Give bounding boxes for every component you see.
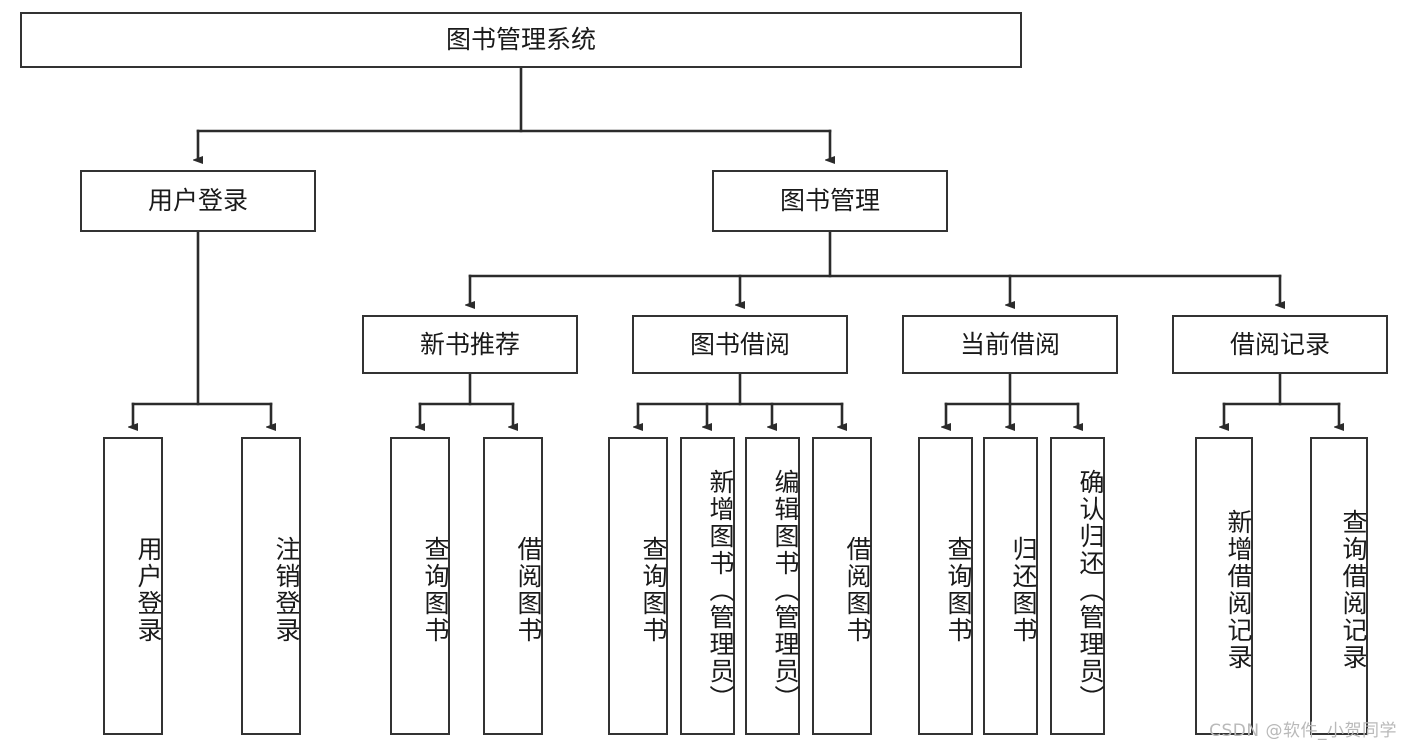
node-label: 图书管理 (779, 186, 880, 216)
node-label: 注销登录 (272, 536, 301, 644)
node-label: 编辑图书（管理员） (771, 468, 800, 712)
node-label: 查询借阅记录 (1339, 509, 1368, 671)
node-label: 查询图书 (421, 536, 450, 644)
node-leaf-confirm-return-admin[interactable]: 确认归还（管理员） (1050, 437, 1105, 735)
node-leaf-query-borrow-record[interactable]: 查询借阅记录 (1310, 437, 1368, 735)
node-label: 新增借阅记录 (1224, 509, 1253, 671)
node-borrow-record[interactable]: 借阅记录 (1172, 315, 1388, 374)
node-label: 当前借阅 (959, 329, 1060, 359)
node-leaf-query-book-recommend[interactable]: 查询图书 (390, 437, 450, 735)
node-label: 图书管理系统 (445, 25, 596, 55)
node-label: 新书推荐 (419, 329, 520, 359)
node-label: 归还图书 (1009, 536, 1038, 644)
node-book-borrow[interactable]: 图书借阅 (632, 315, 848, 374)
node-leaf-borrow-book[interactable]: 借阅图书 (812, 437, 872, 735)
node-leaf-add-borrow-record[interactable]: 新增借阅记录 (1195, 437, 1253, 735)
node-label: 用户登录 (147, 186, 248, 216)
node-label: 查询图书 (639, 536, 668, 644)
node-leaf-user-login[interactable]: 用户登录 (103, 437, 163, 735)
node-new-book-recommend[interactable]: 新书推荐 (362, 315, 578, 374)
node-book-management[interactable]: 图书管理 (712, 170, 948, 232)
node-label: 借阅记录 (1229, 329, 1330, 359)
node-label: 图书借阅 (689, 329, 790, 359)
node-label: 借阅图书 (843, 536, 872, 644)
node-user-login[interactable]: 用户登录 (80, 170, 316, 232)
node-root-system[interactable]: 图书管理系统 (20, 12, 1022, 68)
node-label: 确认归还（管理员） (1076, 468, 1105, 712)
node-label: 用户登录 (134, 536, 163, 644)
node-current-borrow[interactable]: 当前借阅 (902, 315, 1118, 374)
node-leaf-logout[interactable]: 注销登录 (241, 437, 301, 735)
node-leaf-query-book-borrow[interactable]: 查询图书 (608, 437, 668, 735)
node-leaf-edit-book-admin[interactable]: 编辑图书（管理员） (745, 437, 800, 735)
node-label: 新增图书（管理员） (706, 468, 735, 712)
node-leaf-add-book-admin[interactable]: 新增图书（管理员） (680, 437, 735, 735)
node-label: 查询图书 (944, 536, 973, 644)
node-label: 借阅图书 (514, 536, 543, 644)
node-leaf-return-book[interactable]: 归还图书 (983, 437, 1038, 735)
watermark-text: CSDN @软件_小贺同学 (1209, 721, 1397, 741)
node-leaf-borrow-book-recommend[interactable]: 借阅图书 (483, 437, 543, 735)
node-leaf-query-book-current[interactable]: 查询图书 (918, 437, 973, 735)
